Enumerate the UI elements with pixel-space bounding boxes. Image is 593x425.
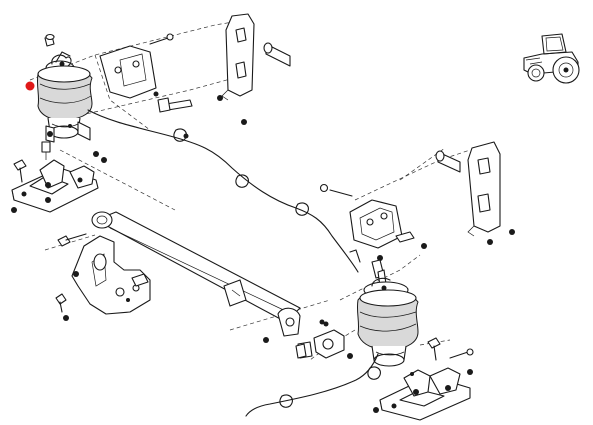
vertical-bracket-upper <box>221 13 291 101</box>
vertical-bracket-right <box>435 141 515 245</box>
air-line-clip-1 <box>173 128 187 142</box>
tractor-icon <box>523 33 580 84</box>
air-line-upper <box>87 109 359 273</box>
air-line-clip-2 <box>235 174 249 188</box>
lower-mount-plate-right <box>373 337 474 421</box>
axle-bracket-left <box>55 233 151 321</box>
air-line-clip-4 <box>367 366 381 380</box>
air-line-clip-5 <box>279 394 293 408</box>
frame-bracket-right <box>319 183 427 279</box>
nut <box>183 133 189 139</box>
frame-bracket-upper <box>99 33 247 125</box>
nut <box>93 151 99 157</box>
air-line-clip-3 <box>295 202 309 216</box>
lower-mount-plate-left <box>11 141 107 213</box>
red-marker-dot <box>25 81 35 91</box>
nut <box>319 319 325 325</box>
air-spring-lower-right <box>263 269 419 367</box>
air-spring-upper-left <box>36 33 93 143</box>
air-line-lower <box>245 353 379 417</box>
